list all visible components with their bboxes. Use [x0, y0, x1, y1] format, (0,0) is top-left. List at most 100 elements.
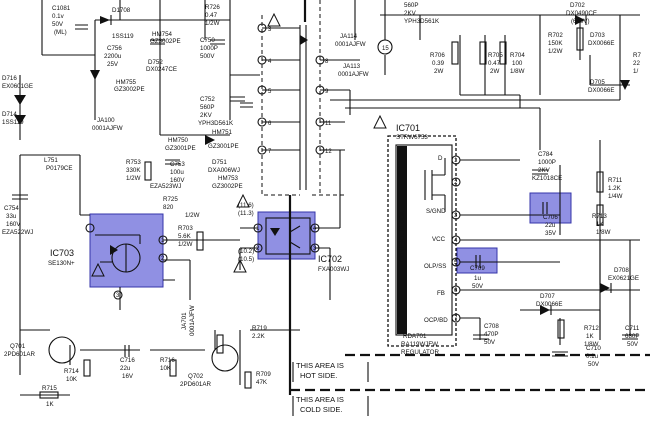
c1081-value: 0.1v — [52, 13, 65, 20]
node-15-circle — [377, 39, 393, 55]
r704-wattage: 1/8W — [510, 68, 525, 75]
hm753-part: GZ3002PE — [212, 183, 243, 190]
c709-voltage: 50V — [472, 283, 484, 290]
transformer-pins — [85, 23, 461, 323]
r726-wattage: 1/2W — [205, 20, 220, 27]
ja113-part: 0001AJFW — [338, 71, 369, 78]
hot-area-line1: THIS AREA IS — [296, 361, 344, 370]
pin-number: 1 — [256, 226, 260, 232]
hm750-label: HM750 — [168, 137, 189, 144]
r725-value: 820 — [163, 204, 174, 211]
pin-number: 9 — [325, 89, 329, 95]
warning-icon — [233, 258, 247, 273]
ja701-label: JA701 — [181, 312, 188, 330]
r715-value: 1K — [46, 401, 54, 408]
c716-value: 22u — [120, 365, 131, 372]
c708-label: C708 — [484, 323, 499, 330]
c710-voltage: 50V — [588, 361, 600, 368]
d707-part: DX0066E — [536, 301, 563, 308]
c706-highlight — [529, 192, 572, 224]
r706-value: 0.39 — [432, 60, 445, 67]
d705-part: DX0066E — [588, 87, 615, 94]
pin-number: 1 — [161, 238, 165, 244]
r713-wattage: 1/8W — [596, 229, 611, 236]
r7x-value: 22 — [633, 60, 640, 67]
c1081-label: C1081 — [52, 5, 71, 12]
ic702-internals — [265, 217, 311, 255]
top-cap-value: 560P — [404, 2, 418, 9]
d751-part: DXA006WJ — [208, 167, 240, 174]
r715-label: R715 — [42, 385, 57, 392]
d702-label: D702 — [570, 2, 585, 9]
r704-label: R704 — [510, 52, 525, 59]
d702-voltage: (600V) — [571, 18, 590, 25]
ja701-part: 0001AJFW — [189, 305, 196, 336]
d716-part: EX0601GE — [2, 83, 33, 90]
l751-part: P0179CE — [46, 165, 73, 172]
r753-value: 330K — [126, 167, 141, 174]
hm755-part: GZ3002PE — [114, 86, 145, 93]
r753-wattage: 1/2W — [126, 175, 141, 182]
ic703-internals — [95, 234, 141, 273]
c706-voltage: 35V — [545, 230, 557, 237]
r714-label: R714 — [64, 368, 79, 375]
pin-numbers: 3 4 5 6 7 8 9 11 12 1 2 3 4 5 6 7 1 2 4 … — [116, 27, 458, 322]
c710-label: C710 — [586, 345, 601, 352]
c716-label: C716 — [120, 357, 135, 364]
d702-part: DX0490CE — [566, 10, 597, 17]
c709-label: C709 — [470, 265, 485, 272]
r712-label: R712 — [584, 325, 599, 332]
pin-sgnd-label: S/GND — [426, 208, 446, 215]
ic701-outline — [387, 135, 457, 347]
r726-label: R726 — [205, 4, 220, 11]
c784-label: C784 — [538, 151, 553, 158]
r7x-label: R7 — [633, 52, 641, 59]
warning-icon — [267, 12, 281, 27]
c1081-type: (ML) — [54, 29, 67, 36]
diode-symbols — [14, 15, 630, 315]
r703-value: 5.6K — [178, 233, 192, 240]
r725-wattage: 1/2W — [185, 212, 200, 219]
r705-wattage: 2W — [490, 68, 499, 75]
ic701-label: IC701 — [396, 123, 420, 133]
hm751-label: HM751 — [212, 129, 233, 136]
c750-voltage: 500V — [200, 53, 215, 60]
top-cap-part: YPH3D561K — [404, 18, 440, 25]
r713-value: 1K — [596, 221, 604, 228]
rda701-type: REGULATOR — [401, 349, 439, 356]
c708-value: 470P — [484, 331, 498, 338]
c754-voltage: 160V — [6, 221, 21, 228]
c709-value: 1u — [474, 275, 481, 282]
hm754-part: GZ3002PE — [150, 38, 181, 45]
pin-number: 8 — [325, 59, 329, 65]
voltage-10-5: (10.5) — [238, 256, 254, 263]
component-labels: C1081 0.1v 50V (ML) D1708 1SS119 C756 22… — [2, 2, 641, 408]
r705-value: 0.47 — [488, 60, 501, 67]
ic702-label: IC702 — [318, 254, 342, 264]
c750-value: 1000P — [200, 45, 218, 52]
top-cap-voltage: 2KV — [404, 10, 417, 17]
hm755-label: HM755 — [116, 79, 137, 86]
voltage-10-2: (10.2) — [238, 248, 254, 255]
control-block-label: CONTROL BLOCK — [400, 211, 406, 262]
c756-label: C756 — [107, 45, 122, 52]
hm753-label: HM753 — [218, 175, 239, 182]
ic702-part: FXA003WJ — [318, 266, 349, 273]
cold-area-line1: THIS AREA IS — [296, 395, 344, 404]
cold-area-line2: COLD SIDE. — [300, 405, 343, 414]
hm750-part: GZ3001PE — [165, 145, 196, 152]
d1708-part: 1SS119 — [112, 33, 134, 40]
r716-value: 10K — [160, 365, 172, 372]
pin-number: 5 — [454, 260, 458, 266]
pin-olp-label: OLP/SS — [424, 263, 446, 270]
pin-ocp-label: OCP/BD — [424, 317, 448, 324]
c753-value: 100u — [170, 169, 184, 176]
r711-wattage: 1/4W — [608, 193, 623, 200]
c754-label: C754 — [4, 205, 19, 212]
capacitor-symbols — [12, 24, 638, 357]
r703-wattage: 1/2W — [178, 241, 193, 248]
pin-number: 6 — [454, 288, 458, 294]
rda701-part: RA119WJFW — [401, 341, 438, 348]
r716-label: R716 — [160, 357, 175, 364]
